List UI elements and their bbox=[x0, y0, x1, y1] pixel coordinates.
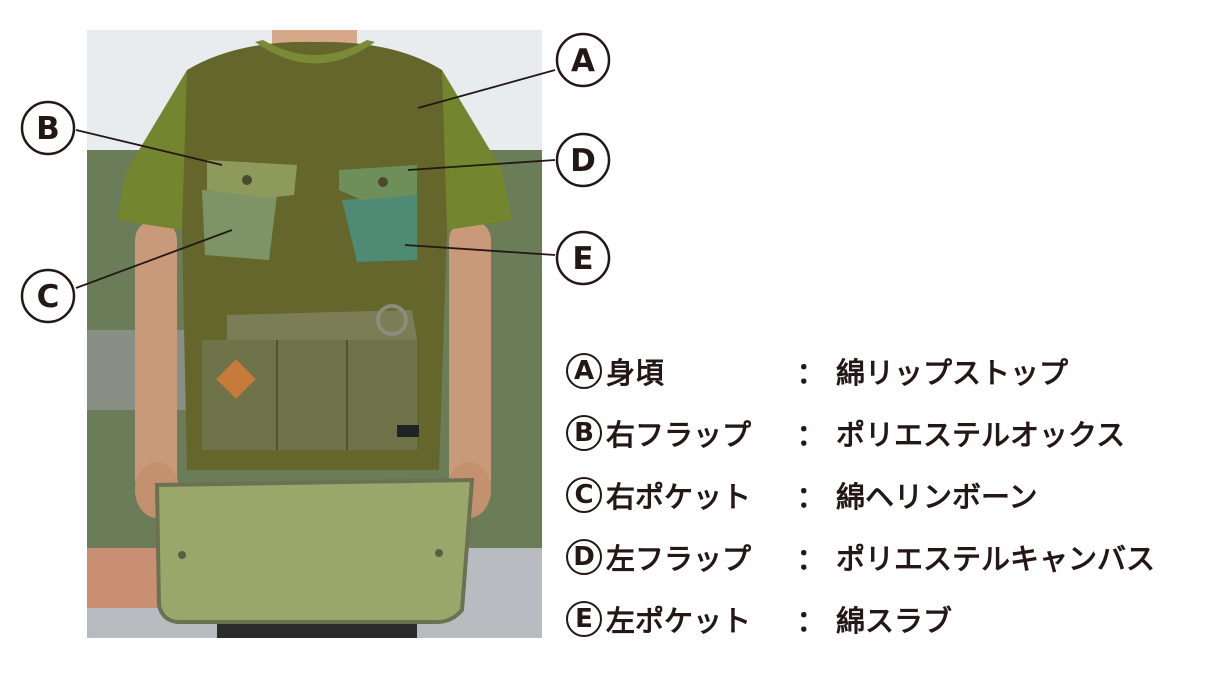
legend-separator: ： bbox=[796, 480, 826, 514]
legend-badge-d: D bbox=[566, 539, 602, 575]
legend-part-e: 左ポケット bbox=[606, 604, 752, 638]
legend-separator: ： bbox=[796, 604, 826, 638]
left-arm bbox=[135, 220, 177, 500]
legend-row-a: A 身頃 ： 綿リップストップ bbox=[566, 340, 1216, 402]
left-flap-snap bbox=[378, 177, 388, 187]
tool-pocket-flap bbox=[227, 310, 417, 345]
legend-badge-e: E bbox=[566, 601, 602, 637]
left-pocket bbox=[342, 195, 417, 262]
bottom-panel bbox=[154, 477, 475, 624]
legend-row-d: D 左フラップ ： ポリエステルキャンバス bbox=[566, 526, 1216, 588]
apron-illustration bbox=[87, 30, 542, 638]
brand-tag bbox=[397, 425, 419, 437]
legend-part-d: 左フラップ bbox=[606, 542, 752, 576]
callout-letter-d: D bbox=[570, 143, 596, 179]
leather-patch bbox=[216, 359, 256, 399]
callout-letter-e: E bbox=[572, 241, 593, 277]
callout-letter-c: C bbox=[37, 279, 60, 315]
legend-separator: ： bbox=[796, 356, 826, 390]
legend-row-b: B 右フラップ ： ポリエステルオックス bbox=[566, 402, 1216, 464]
right-flap bbox=[207, 160, 297, 198]
product-photo bbox=[87, 30, 542, 638]
legend-row-c: C 右ポケット ： 綿ヘリンボーン bbox=[566, 464, 1216, 526]
callout-letter-a: A bbox=[571, 43, 595, 79]
left-sleeve bbox=[432, 70, 512, 230]
legend-material-c: 綿ヘリンボーン bbox=[836, 480, 1038, 514]
legend-material-d: ポリエステルキャンバス bbox=[836, 542, 1156, 576]
callout-b: B bbox=[20, 100, 76, 156]
legend-badge-a: A bbox=[566, 353, 602, 389]
legend-part-a: 身頃 bbox=[606, 356, 665, 390]
materials-legend: A 身頃 ： 綿リップストップ B 右フラップ ： ポリエステルオックス C 右… bbox=[566, 340, 1216, 650]
legend-badge-c: C bbox=[566, 477, 602, 513]
legend-part-c: 右ポケット bbox=[606, 480, 752, 514]
callout-letter-b: B bbox=[36, 111, 60, 147]
right-flap-snap bbox=[242, 175, 252, 185]
callout-a: A bbox=[555, 32, 611, 88]
left-flap bbox=[339, 165, 417, 200]
legend-badge-b: B bbox=[566, 415, 602, 451]
legend-separator: ： bbox=[796, 418, 826, 452]
d-ring bbox=[376, 304, 408, 336]
right-pocket bbox=[202, 190, 277, 260]
legend-material-a: 綿リップストップ bbox=[836, 356, 1069, 390]
callout-e: E bbox=[555, 230, 611, 286]
legend-separator: ： bbox=[796, 542, 826, 576]
legend-row-e: E 左ポケット ： 綿スラブ bbox=[566, 588, 1216, 650]
legend-part-b: 右フラップ bbox=[606, 418, 752, 452]
callout-d: D bbox=[555, 132, 611, 188]
collar bbox=[255, 40, 375, 64]
legend-material-b: ポリエステルオックス bbox=[836, 418, 1126, 452]
legend-material-e: 綿スラブ bbox=[836, 604, 953, 638]
callout-c: C bbox=[20, 268, 76, 324]
right-arm bbox=[449, 220, 491, 500]
